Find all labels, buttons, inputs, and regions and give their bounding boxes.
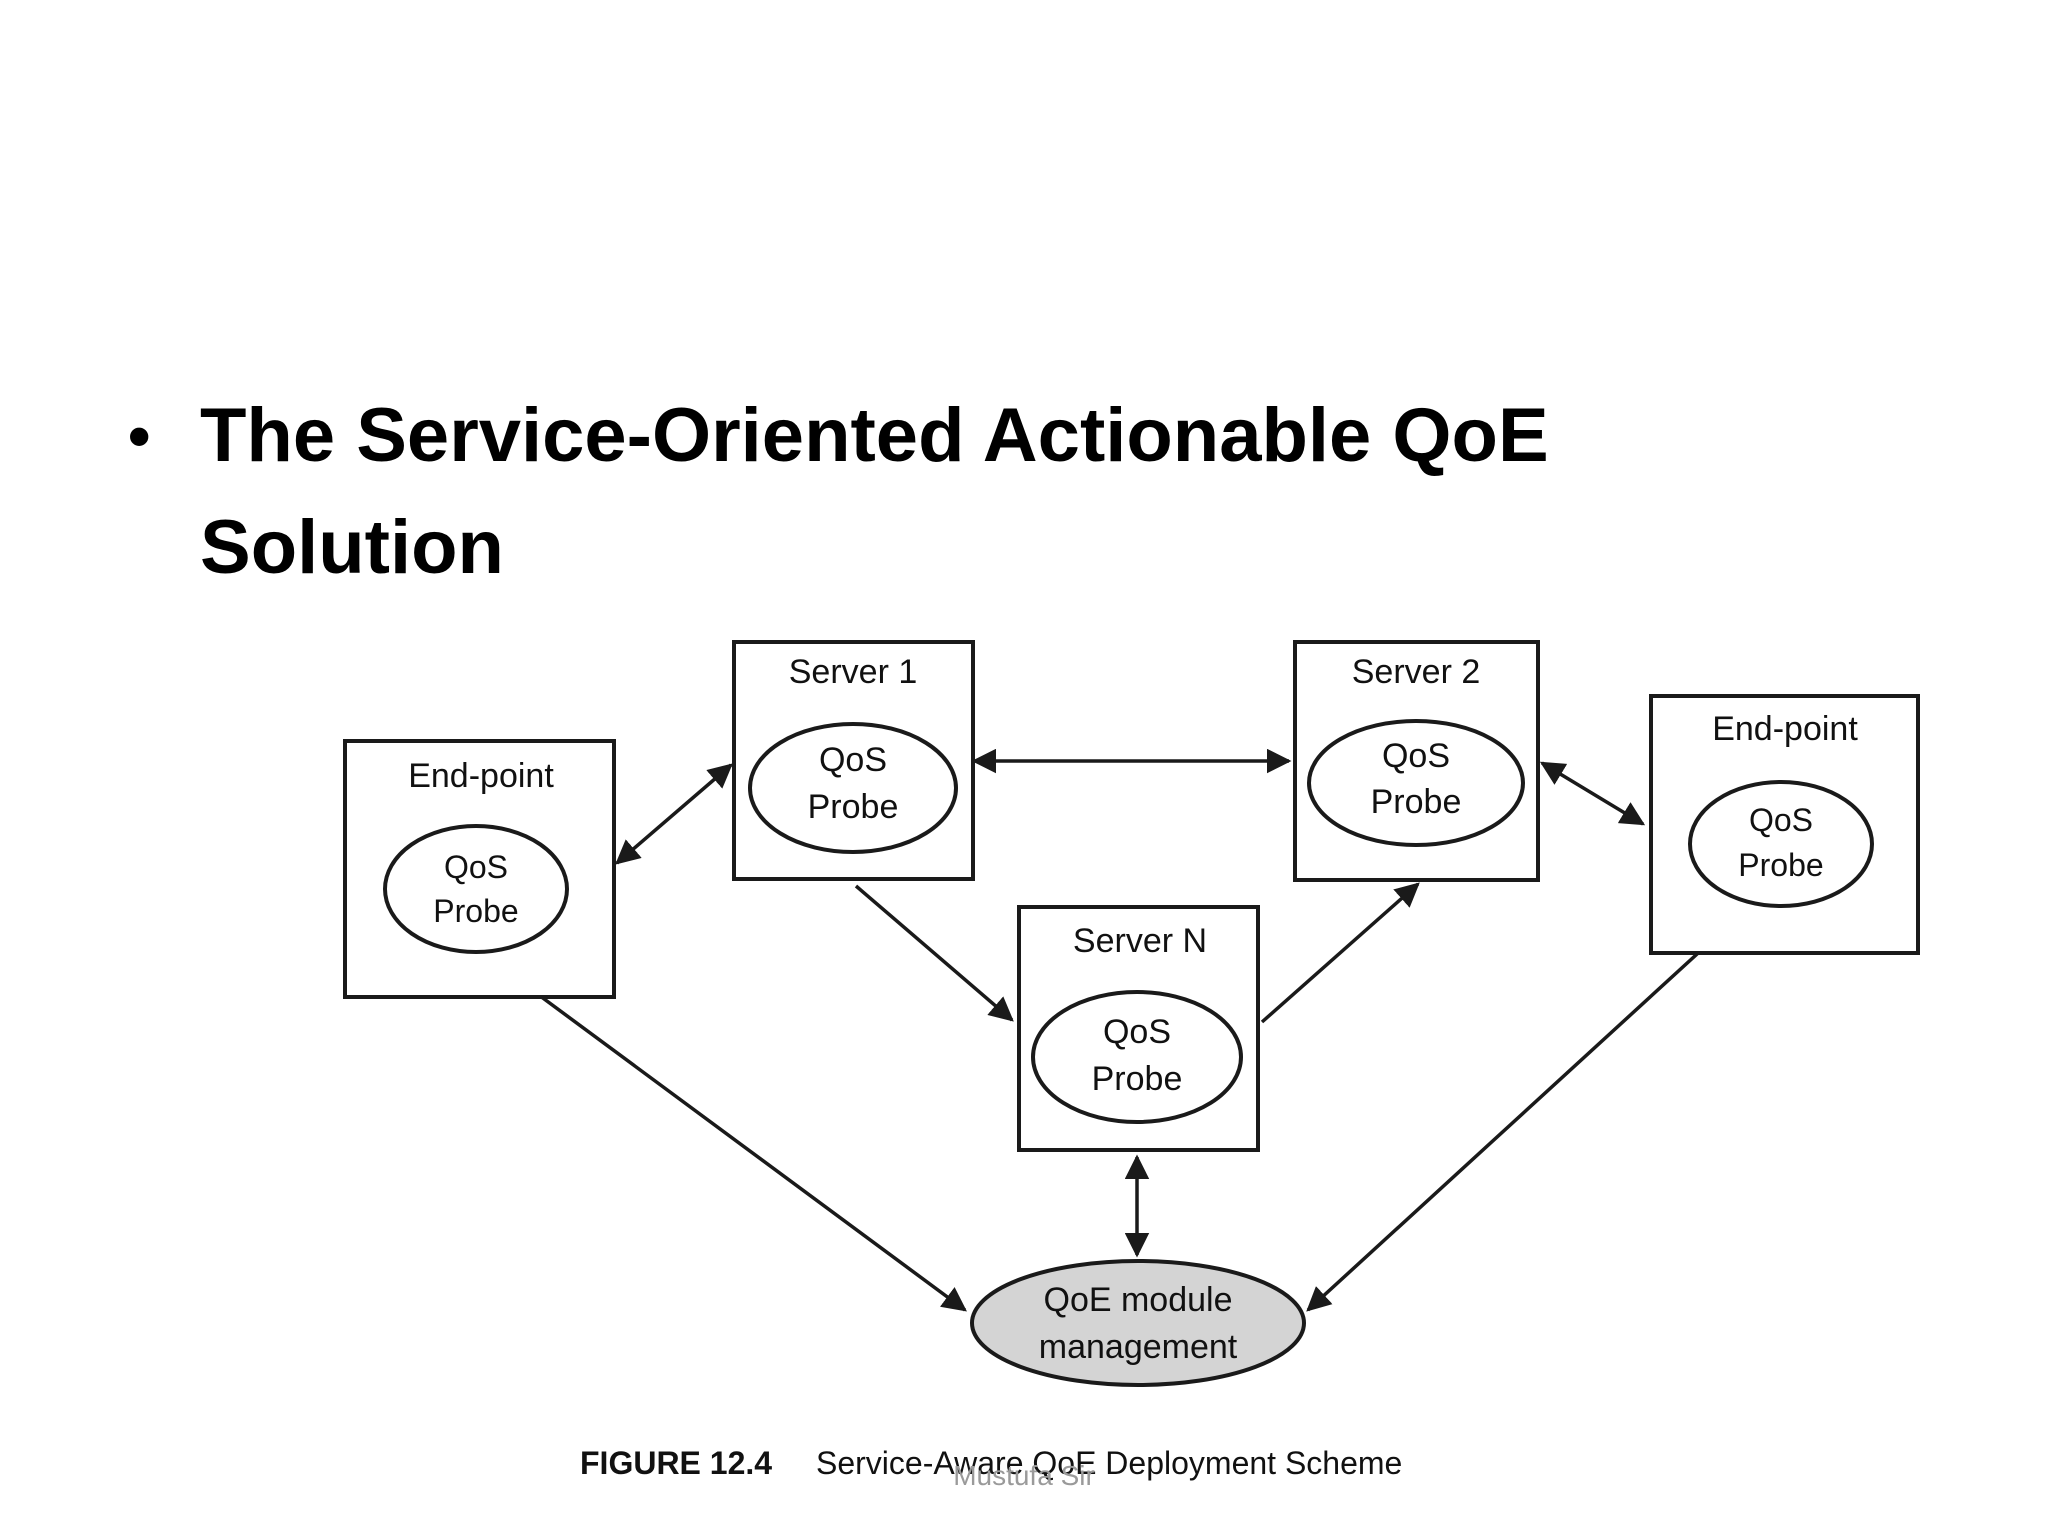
node-qoe-module-line2: management <box>1039 1328 1238 1366</box>
bullet-text: The Service-Oriented Actionable QoE Solu… <box>200 393 1549 590</box>
node-endpoint-right-title: End-point <box>1712 710 1858 748</box>
figure-caption: FIGURE 12.4 Service-Aware QoE Deployment… <box>580 1445 1402 1481</box>
qos-probe-ellipse <box>748 722 958 854</box>
node-endpoint-right-probe-line2: Probe <box>1738 847 1823 883</box>
qos-probe-ellipse <box>1031 990 1243 1124</box>
node-server-1: Server 1 QoS Probe <box>732 640 975 881</box>
node-server-1-probe-line1: QoS <box>819 741 887 779</box>
node-qoe-module-line1: QoE module <box>1044 1281 1233 1319</box>
node-endpoint-left-probe-line1: QoS <box>444 849 508 885</box>
node-server-1-title: Server 1 <box>789 653 918 691</box>
node-server-n-title: Server N <box>1073 922 1207 960</box>
node-endpoint-right-probe-line1: QoS <box>1749 802 1813 838</box>
node-server-2: Server 2 QoS Probe <box>1293 640 1540 882</box>
footer-author: Mustufa Sir <box>953 1460 1095 1491</box>
node-endpoint-left: End-point QoS Probe <box>343 739 616 999</box>
edge-server-1-server-n <box>854 884 1014 1022</box>
bullet-dot-icon: • <box>128 400 151 472</box>
qos-probe-ellipse <box>1688 780 1874 908</box>
qos-probe-ellipse <box>383 824 569 954</box>
node-qoe-module: QoE module management <box>970 1259 1306 1387</box>
edge-server-2-endpoint-right <box>1539 761 1646 826</box>
edge-endpoint-left-server-1 <box>615 763 733 865</box>
figure-caption-label: FIGURE 12.4 <box>580 1445 772 1481</box>
node-server-2-probe-line2: Probe <box>1371 783 1462 821</box>
edge-endpoint-left-qoe-module <box>484 954 967 1312</box>
edge-server-n-server-2 <box>1260 882 1420 1024</box>
node-endpoint-right: End-point QoS Probe <box>1649 694 1920 955</box>
node-endpoint-left-title: End-point <box>408 757 554 795</box>
node-endpoint-left-probe-line2: Probe <box>433 893 518 929</box>
node-server-1-probe-line2: Probe <box>808 788 899 826</box>
node-server-n-probe-line2: Probe <box>1092 1060 1183 1098</box>
node-server-n: Server N QoS Probe <box>1017 905 1260 1152</box>
node-server-2-title: Server 2 <box>1352 653 1481 691</box>
node-server-2-probe-line1: QoS <box>1382 737 1450 775</box>
edge-endpoint-right-qoe-module <box>1306 910 1745 1312</box>
qos-probe-ellipse <box>1307 719 1525 847</box>
figure-caption-text: Service-Aware QoE Deployment Scheme <box>816 1445 1402 1481</box>
node-server-n-probe-line1: QoS <box>1103 1013 1171 1051</box>
